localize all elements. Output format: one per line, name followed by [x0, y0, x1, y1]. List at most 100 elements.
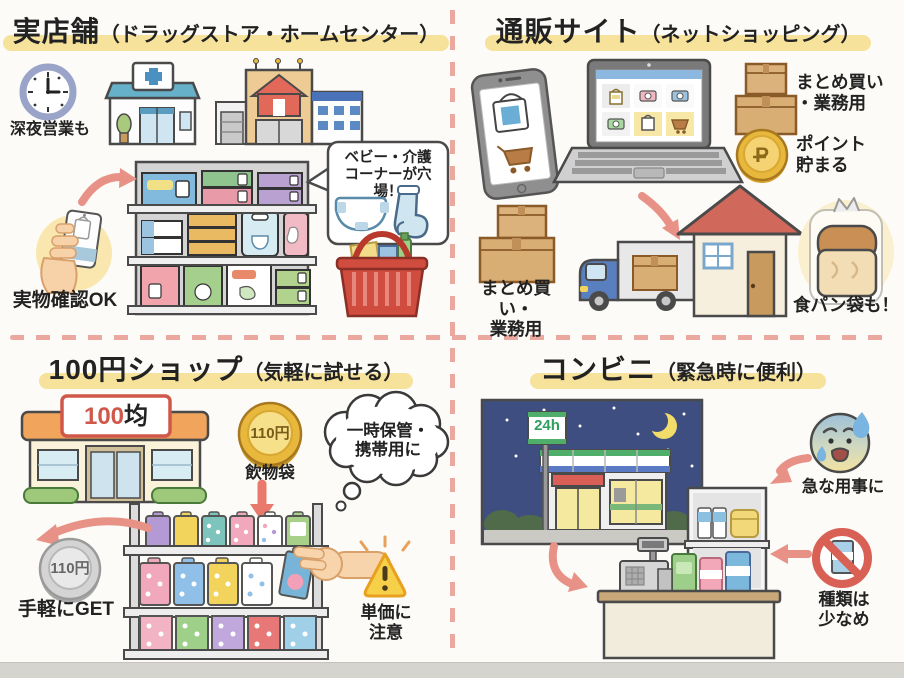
- curved-arrow-to-shelf: [78, 168, 137, 206]
- silver-coin: [38, 537, 102, 603]
- warning-line1: 単価に: [360, 603, 412, 622]
- sock-icon: [393, 185, 429, 239]
- hundred-yen-title: 100円ショップ（気軽に試せる）: [38, 346, 414, 390]
- physical-store-title: 実店舗（ドラッグストア・ホームセンター）: [2, 8, 450, 52]
- moon-icon: [646, 410, 677, 439]
- product-shelf: [127, 160, 317, 316]
- shelf-boxes-bottom-row: [139, 615, 317, 653]
- tear-drop-icon: [816, 446, 827, 462]
- hundred-yen-storefront: [20, 394, 210, 504]
- parcel-boxes-top: [734, 62, 798, 136]
- baby-care-bubble-text: ベビー・介護 コーナーが穴場！: [332, 150, 444, 201]
- gold-coin: [237, 401, 303, 469]
- shelf-bags-middle-row: [139, 557, 273, 606]
- silver-coin-price: 110円: [50, 560, 90, 577]
- gold-coin-price: 110円: [250, 425, 290, 442]
- home-center-building: [215, 58, 364, 146]
- hundred-yen-sign-number: 100: [83, 403, 125, 430]
- warning-line2: 注意: [369, 623, 403, 643]
- point-coin: P: [735, 128, 789, 183]
- point-symbol: P: [755, 144, 769, 167]
- convenience-store-title-main: コンビニ: [539, 354, 656, 385]
- arrow-to-register: [548, 542, 588, 592]
- laptop: [551, 58, 745, 184]
- convenience-store-title-note: （緊急時に便利）: [656, 362, 816, 384]
- thought-line2: 携帯用に: [355, 441, 421, 460]
- hundred-yen-title-main: 100円ショップ: [48, 354, 244, 385]
- bulk-buy-bottom-line2: 業務用: [489, 319, 543, 340]
- delivery-truck: [578, 240, 721, 312]
- worried-face-icon: [809, 412, 871, 474]
- late-night-label: 深夜営業も: [9, 121, 90, 138]
- goods-shelf: [123, 503, 329, 660]
- hundred-yen-sign: 100均: [62, 401, 170, 433]
- warning-icon: [359, 535, 411, 598]
- bulk-buy-bottom-line1: まとめ買い・: [481, 278, 551, 319]
- bottom-edge-strip: [0, 662, 904, 678]
- prohibition-icon: [812, 528, 872, 588]
- hand-with-product: [36, 209, 112, 294]
- bulk-buy-label-bottom: まとめ買い・ 業務用: [464, 278, 568, 340]
- hundred-yen-title-note: （気軽に試せる）: [243, 362, 404, 384]
- hundred-yen-title-row: 100円ショップ（気軽に試せる）: [0, 346, 452, 390]
- checkout-counter: [596, 589, 782, 660]
- sweat-drop-icon: [852, 412, 870, 438]
- bulk-buy-top-line2: ・業務用: [796, 92, 866, 113]
- variety-label: 種類は 少なめ: [806, 590, 882, 630]
- check-real-label: 実物確認OK: [12, 290, 118, 311]
- bulk-buy-label-top: まとめ買い ・業務用: [796, 72, 898, 113]
- arrow-to-rack-right: [770, 544, 812, 564]
- points-line1: ポイント: [796, 134, 866, 154]
- arrow-face-to-rack: [770, 454, 812, 484]
- baby-care-bubble-line2: コーナーが穴場！: [344, 167, 432, 201]
- easy-get-label: 手軽にGET: [17, 599, 115, 620]
- down-arrow-red: [250, 479, 274, 522]
- smartphone: [470, 68, 560, 200]
- section-online-shop: 通販サイト（ネットショッピング）: [452, 0, 904, 340]
- variety-line2: 少なめ: [818, 610, 870, 630]
- thought-line1: 一時保管・: [346, 422, 430, 440]
- hundred-yen-sign-kanji: 均: [124, 403, 149, 430]
- speech-bubble: [305, 140, 450, 246]
- section-convenience-store: コンビニ（緊急時に便利）: [452, 338, 904, 678]
- section-hundred-yen-shop: 100円ショップ（気軽に試せる）: [0, 338, 452, 678]
- store-front-night: [539, 449, 671, 531]
- baby-care-bubble-line1: ベビー・介護: [344, 150, 432, 166]
- online-shop-title-row: 通販サイト（ネットショッピング）: [452, 8, 904, 52]
- online-shop-title: 通販サイト（ネットショッピング）: [485, 8, 871, 52]
- online-shop-title-main: 通販サイト: [495, 16, 641, 47]
- down-arrow: [638, 192, 680, 240]
- picking-hand: [278, 546, 391, 600]
- section-physical-store: 実店舗（ドラッグストア・ホームセンター）: [0, 0, 452, 338]
- points-label: ポイント 貯まる: [796, 134, 898, 175]
- convenience-store-title: コンビニ（緊急時に便利）: [529, 346, 827, 390]
- thought-bubble-text: 一時保管・ 携帯用に: [332, 422, 444, 461]
- shopping-basket-icon: [335, 230, 429, 318]
- shelf-bags-top-row: [145, 511, 311, 549]
- sign-24h: [527, 411, 567, 533]
- house: [676, 184, 804, 318]
- bread-bag: [798, 197, 894, 305]
- thought-bubble: [323, 390, 450, 512]
- unit-price-warning-label: 単価に 注意: [350, 603, 422, 643]
- gold-coin-label: 飲物袋: [245, 464, 295, 482]
- diaper-icon: [334, 196, 389, 232]
- cash-register: [619, 537, 673, 594]
- online-shop-title-note: （ネットショッピング）: [640, 24, 861, 46]
- curved-arrow-to-coin: [36, 517, 152, 546]
- points-line2: 貯まる: [796, 154, 849, 175]
- bread-bag-label: 食パン袋も！: [793, 295, 899, 315]
- sign-24h-text: 24h: [534, 417, 560, 434]
- night-store-scene: [480, 398, 704, 546]
- urgent-errand-label: 急な用事に: [801, 478, 885, 496]
- physical-store-title-note: （ドラッグストア・ホームセンター）: [99, 24, 440, 46]
- parcel-boxes-left: [478, 204, 556, 284]
- clock-icon: [19, 63, 77, 121]
- convenience-store-title-row: コンビニ（緊急時に便利）: [452, 346, 904, 390]
- physical-store-title-main: 実店舗: [12, 16, 100, 47]
- counter-products: [671, 551, 751, 595]
- physical-store-title-row: 実店舗（ドラッグストア・ホームセンター）: [0, 8, 452, 52]
- bulk-buy-top-line1: まとめ買い: [796, 72, 884, 92]
- variety-line1: 種類は: [818, 590, 870, 609]
